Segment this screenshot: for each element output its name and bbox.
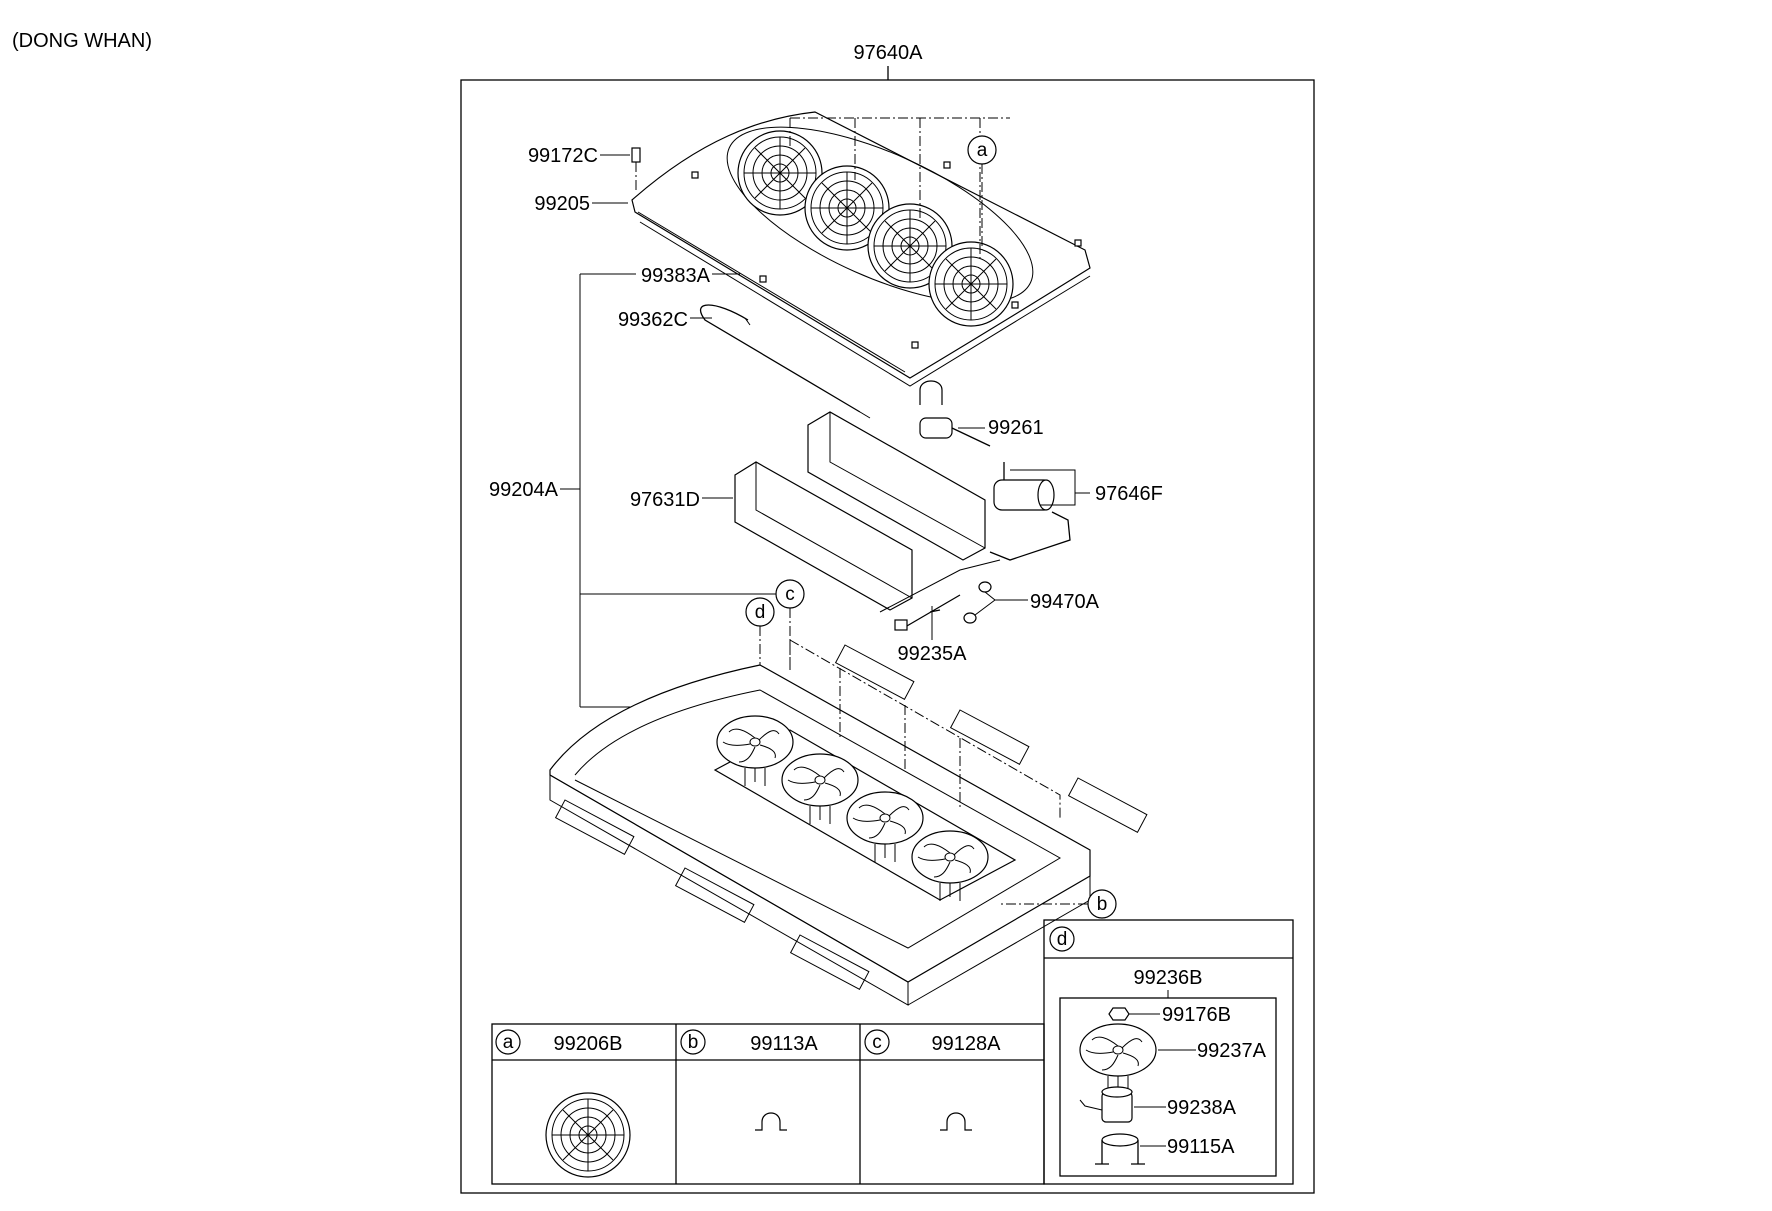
detail-b-part: 99113A [750, 1033, 818, 1055]
svg-text:a: a [503, 1032, 514, 1053]
svg-text:c: c [872, 1032, 882, 1053]
valve-97646F [989, 462, 1071, 561]
detail-d-part-2: 99237A [1197, 1040, 1267, 1062]
callout-99235A: 99235A [898, 643, 968, 665]
bolt-99172C [631, 147, 641, 163]
clip-bracket [919, 380, 943, 405]
detail-table: a 99206B b 99113A c 99128A [491, 1023, 1045, 1185]
detail-d-assembly: 99236B [1134, 967, 1203, 989]
callout-99383A: 99383A [641, 265, 711, 287]
assembly-label: 97640A [854, 42, 924, 64]
detail-d-part-4: 99115A [1167, 1136, 1235, 1158]
callout-99261: 99261 [988, 417, 1044, 439]
callout-99205: 99205 [534, 193, 590, 215]
sensor-99261 [919, 417, 953, 439]
detail-d-part-3: 99238A [1167, 1097, 1237, 1119]
callout-97646F: 97646F [1095, 483, 1163, 505]
heater-coil-upper [807, 411, 986, 561]
svg-text:d: d [755, 602, 766, 623]
heater-coil-97631D [734, 461, 1001, 613]
lower-housing [549, 639, 1091, 1006]
cover-clips [691, 161, 1082, 349]
supplier-note: (DONG WHAN) [12, 30, 152, 52]
detail-c-part: 99128A [932, 1033, 1002, 1055]
bracket-99115A [1095, 1133, 1145, 1165]
callout-99470A: 99470A [1030, 591, 1100, 613]
vent-grilles [554, 644, 1148, 990]
detail-d-box: d 99236B 99176B 99237A 99238A 99115A [1043, 919, 1294, 1185]
detail-a-part: 99206B [554, 1033, 623, 1055]
assembly-frame [460, 79, 1315, 1194]
detail-d-part-1: 99176B [1162, 1004, 1231, 1026]
clamp-99113A [755, 1112, 787, 1131]
svg-text:c: c [785, 584, 795, 605]
motor-99238A [1079, 1086, 1133, 1123]
callout-99204A: 99204A [489, 479, 559, 501]
svg-text:d: d [1057, 929, 1068, 950]
svg-text:a: a [977, 140, 988, 161]
cable-99362C [699, 304, 861, 413]
nut-99176B [1108, 1007, 1130, 1021]
fittings [894, 581, 992, 631]
top-cover [631, 111, 1091, 387]
svg-text:b: b [1097, 894, 1108, 915]
callout-97631D: 97631D [630, 489, 700, 511]
callout-99362C: 99362C [618, 309, 688, 331]
callout-99172C: 99172C [528, 145, 598, 167]
clamp-99128A [940, 1112, 972, 1131]
svg-text:b: b [688, 1032, 699, 1053]
